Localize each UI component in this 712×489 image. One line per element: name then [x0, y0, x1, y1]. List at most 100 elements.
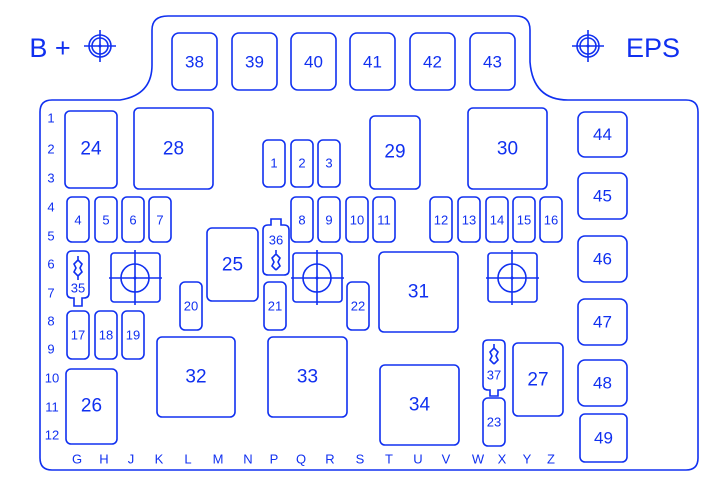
b-plus-ground-icon	[84, 30, 116, 62]
relay-45[interactable]: 45	[577, 172, 628, 220]
fuse-label: 39	[245, 53, 264, 72]
fuse-label: 34	[409, 395, 431, 416]
fuse-label: 35	[71, 281, 85, 296]
fuse-label: 9	[325, 213, 332, 228]
relay-41[interactable]: 41	[349, 32, 396, 91]
fuse-2[interactable]: 2	[290, 139, 314, 188]
fuse-label: 19	[126, 328, 140, 343]
fuse-label: 18	[99, 328, 113, 343]
relay-46[interactable]: 46	[577, 235, 628, 283]
col-label: M	[213, 452, 224, 467]
relay-47[interactable]: 47	[577, 298, 628, 346]
relay-34[interactable]: 34	[379, 364, 460, 446]
col-label: R	[325, 452, 334, 467]
col-label: H	[99, 452, 108, 467]
fuse-label: 36	[269, 233, 283, 248]
fuse-label: 1	[270, 156, 277, 171]
fuse-23[interactable]: 23	[482, 397, 506, 447]
fuse-16[interactable]: 16	[539, 196, 563, 243]
fuse-label: 30	[497, 139, 518, 160]
fuse-9[interactable]: 9	[317, 196, 341, 243]
relay-24[interactable]: 24	[64, 110, 118, 189]
fuse-label: 24	[80, 139, 102, 160]
relay-38[interactable]: 38	[171, 32, 218, 91]
row-label: 1	[47, 111, 54, 126]
fuse-label: 25	[222, 255, 243, 276]
fuse-label: 13	[462, 213, 476, 228]
fuse-21[interactable]: 21	[263, 281, 287, 331]
fuse-4[interactable]: 4	[66, 196, 90, 243]
col-label: W	[472, 452, 485, 467]
fuse-11[interactable]: 11	[372, 196, 396, 243]
fuse-label: 43	[483, 53, 502, 72]
fuse-8[interactable]: 8	[290, 196, 314, 243]
fuse-19[interactable]: 19	[121, 310, 145, 360]
col-label: S	[356, 452, 365, 467]
fuse-label: 8	[298, 213, 305, 228]
fuse-label: 14	[490, 213, 504, 228]
relay-32[interactable]: 32	[156, 336, 236, 418]
eps-ground-icon	[572, 30, 604, 62]
fuse-13[interactable]: 13	[457, 196, 481, 243]
row-label: 4	[47, 200, 54, 215]
fuse-17[interactable]: 17	[66, 310, 90, 360]
col-label: L	[184, 452, 191, 467]
eps-label: EPS	[626, 33, 680, 63]
fuse-6[interactable]: 6	[121, 196, 145, 243]
ground-stud-icon	[291, 250, 344, 305]
row-label: 7	[47, 286, 54, 301]
diode-37[interactable]: 37	[482, 339, 506, 397]
relay-26[interactable]: 26	[65, 368, 118, 445]
fuse-1[interactable]: 1	[262, 139, 286, 188]
fuse-label: 26	[81, 396, 102, 417]
relay-28[interactable]: 28	[133, 107, 214, 190]
fuse-7[interactable]: 7	[148, 196, 172, 243]
fuse-label: 21	[268, 299, 282, 314]
col-label: U	[413, 452, 422, 467]
fuse-label: 16	[544, 213, 558, 228]
row-labels: 1 2 3 4 5 6 7 8 9 10 11 12	[45, 111, 59, 443]
relay-43[interactable]: 43	[469, 32, 516, 91]
relay-33[interactable]: 33	[267, 336, 348, 418]
b-plus-label: B +	[29, 33, 70, 63]
fuse-label: 31	[408, 282, 429, 303]
relay-48[interactable]: 48	[577, 359, 628, 407]
relay-25[interactable]: 25	[206, 227, 259, 302]
fuse-14[interactable]: 14	[485, 196, 509, 243]
fuse-label: 7	[156, 213, 163, 228]
relay-49[interactable]: 49	[579, 413, 628, 463]
fuse-10[interactable]: 10	[345, 196, 369, 243]
fuse-label: 29	[384, 142, 405, 163]
col-label: Q	[296, 452, 306, 467]
fuse-15[interactable]: 15	[512, 196, 536, 243]
relay-39[interactable]: 39	[231, 32, 278, 91]
fuse-label: 22	[351, 299, 365, 314]
fuse-18[interactable]: 18	[94, 310, 118, 360]
relay-30[interactable]: 30	[467, 107, 548, 190]
fuse-label: 47	[593, 313, 612, 332]
fuse-label: 20	[184, 299, 198, 314]
row-label: 11	[45, 400, 59, 415]
fuse-22[interactable]: 22	[346, 281, 370, 331]
diode-36[interactable]: 36	[262, 218, 290, 276]
fuse-label: 15	[517, 213, 531, 228]
relay-40[interactable]: 40	[290, 32, 337, 91]
relay-27[interactable]: 27	[512, 342, 564, 417]
relay-29[interactable]: 29	[369, 115, 421, 190]
relay-42[interactable]: 42	[409, 32, 456, 91]
fuse-20[interactable]: 20	[179, 281, 203, 331]
fuse-12[interactable]: 12	[429, 196, 453, 243]
fuse-label: 17	[71, 328, 85, 343]
fuse-label: 2	[298, 156, 305, 171]
fuse-5[interactable]: 5	[94, 196, 118, 243]
fuse-3[interactable]: 3	[317, 139, 341, 188]
fuse-label: 33	[297, 367, 318, 388]
diode-35[interactable]: 35	[66, 250, 90, 307]
col-label: K	[155, 452, 164, 467]
relay-44[interactable]: 44	[577, 111, 628, 158]
ground-stud-icon	[109, 250, 162, 305]
relay-31[interactable]: 31	[378, 251, 459, 333]
ground-stud-icon	[486, 250, 539, 305]
fuse-label: 3	[325, 156, 332, 171]
